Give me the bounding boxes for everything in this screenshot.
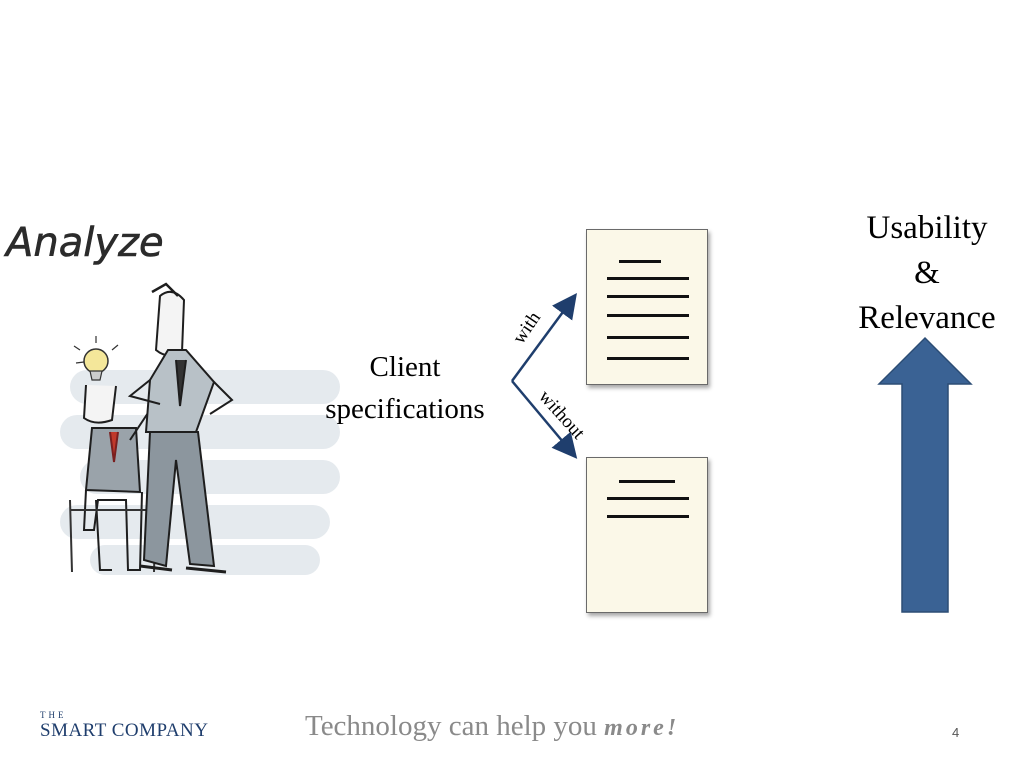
doc-line	[607, 357, 689, 360]
company-logo: THE SMART COMPANY	[40, 710, 209, 742]
without-arrow	[511, 380, 578, 459]
standing-figure	[127, 282, 234, 574]
analyze-heading: Analyze	[3, 220, 164, 266]
client-line-1: Client	[369, 351, 441, 383]
analyze-illustration: Analyze	[3, 220, 340, 575]
tagline-text: Technology can help you	[305, 710, 597, 742]
page-number: 4	[952, 725, 960, 740]
up-arrow-icon	[877, 336, 973, 613]
seated-figure	[69, 384, 169, 573]
tagline-emphasis: more!	[604, 715, 680, 741]
doc-line	[619, 480, 675, 483]
doc-line	[619, 260, 661, 263]
outcome-line-1: Usability	[866, 210, 988, 246]
footer-tagline: Technology can help you more!	[305, 710, 679, 743]
outcome-line-2: &	[914, 255, 940, 291]
client-specifications-label: Client specifications	[300, 346, 510, 430]
logo-the: THE	[40, 710, 67, 720]
document-with-specs	[586, 229, 708, 385]
doc-line	[607, 515, 689, 518]
doc-line	[607, 277, 689, 280]
doc-line	[607, 497, 689, 500]
usability-relevance-label: Usability & Relevance	[842, 206, 1012, 341]
doc-line	[607, 336, 689, 339]
document-without-specs	[586, 457, 708, 613]
with-label: with	[509, 308, 546, 348]
doc-line	[607, 314, 689, 317]
with-arrow	[510, 292, 577, 382]
client-line-2: specifications	[325, 393, 485, 425]
lightbulb-icon	[73, 336, 119, 381]
without-label: without	[534, 386, 589, 444]
doc-line	[607, 295, 689, 298]
logo-name: SMART COMPANY	[40, 720, 209, 741]
outcome-line-3: Relevance	[858, 300, 996, 336]
